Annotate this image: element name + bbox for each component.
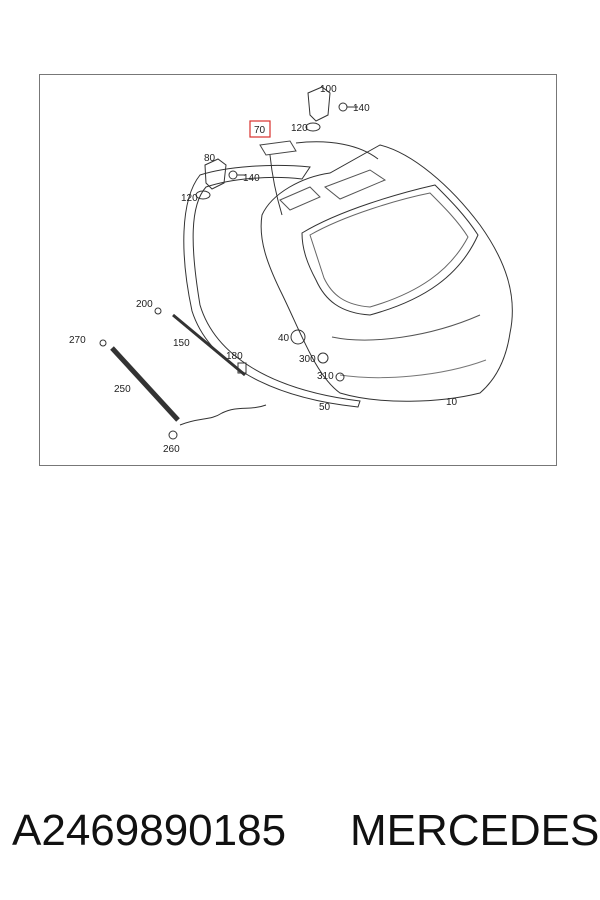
callout-70: 70 [254, 125, 266, 136]
callout-270: 270 [69, 335, 86, 346]
callout-250: 250 [114, 384, 131, 395]
tailgate-panel [260, 144, 513, 402]
label-plate [259, 140, 297, 156]
hinge-right [307, 86, 331, 122]
highlight-box-70 [249, 120, 271, 138]
callout-260: 260 [163, 444, 180, 455]
callout-180: 180 [226, 351, 243, 362]
callout-50: 50 [319, 402, 331, 413]
callout-100: 100 [320, 84, 337, 95]
callout-200: 200 [136, 299, 153, 310]
gas-strut-250 [110, 346, 180, 422]
callout-140-lower: 140 [243, 173, 260, 184]
callout-10: 10 [446, 397, 458, 408]
callout-140-upper: 140 [353, 103, 370, 114]
callout-40: 40 [278, 333, 290, 344]
rear-window [301, 184, 479, 316]
callout-150: 150 [173, 338, 190, 349]
wiring-harness [179, 404, 267, 426]
callout-300: 300 [299, 354, 316, 365]
tailgate-seal [183, 164, 361, 408]
callout-80: 80 [204, 153, 216, 164]
parts-diagram-frame: 100 140 70 120 80 140 120 200 270 150 40… [39, 74, 557, 466]
callout-120-upper: 120 [291, 123, 308, 134]
callout-120-lower: 120 [181, 193, 198, 204]
callout-310: 310 [317, 371, 334, 382]
gas-strut-150 [172, 313, 246, 377]
tailgate-exploded-diagram: 100 140 70 120 80 140 120 200 270 150 40… [69, 84, 513, 455]
brand-name: MERCEDES [350, 806, 600, 855]
hinge-left [204, 158, 227, 190]
part-caption: A2469890185 MERCEDES [0, 798, 600, 868]
part-number: A2469890185 [12, 806, 287, 855]
